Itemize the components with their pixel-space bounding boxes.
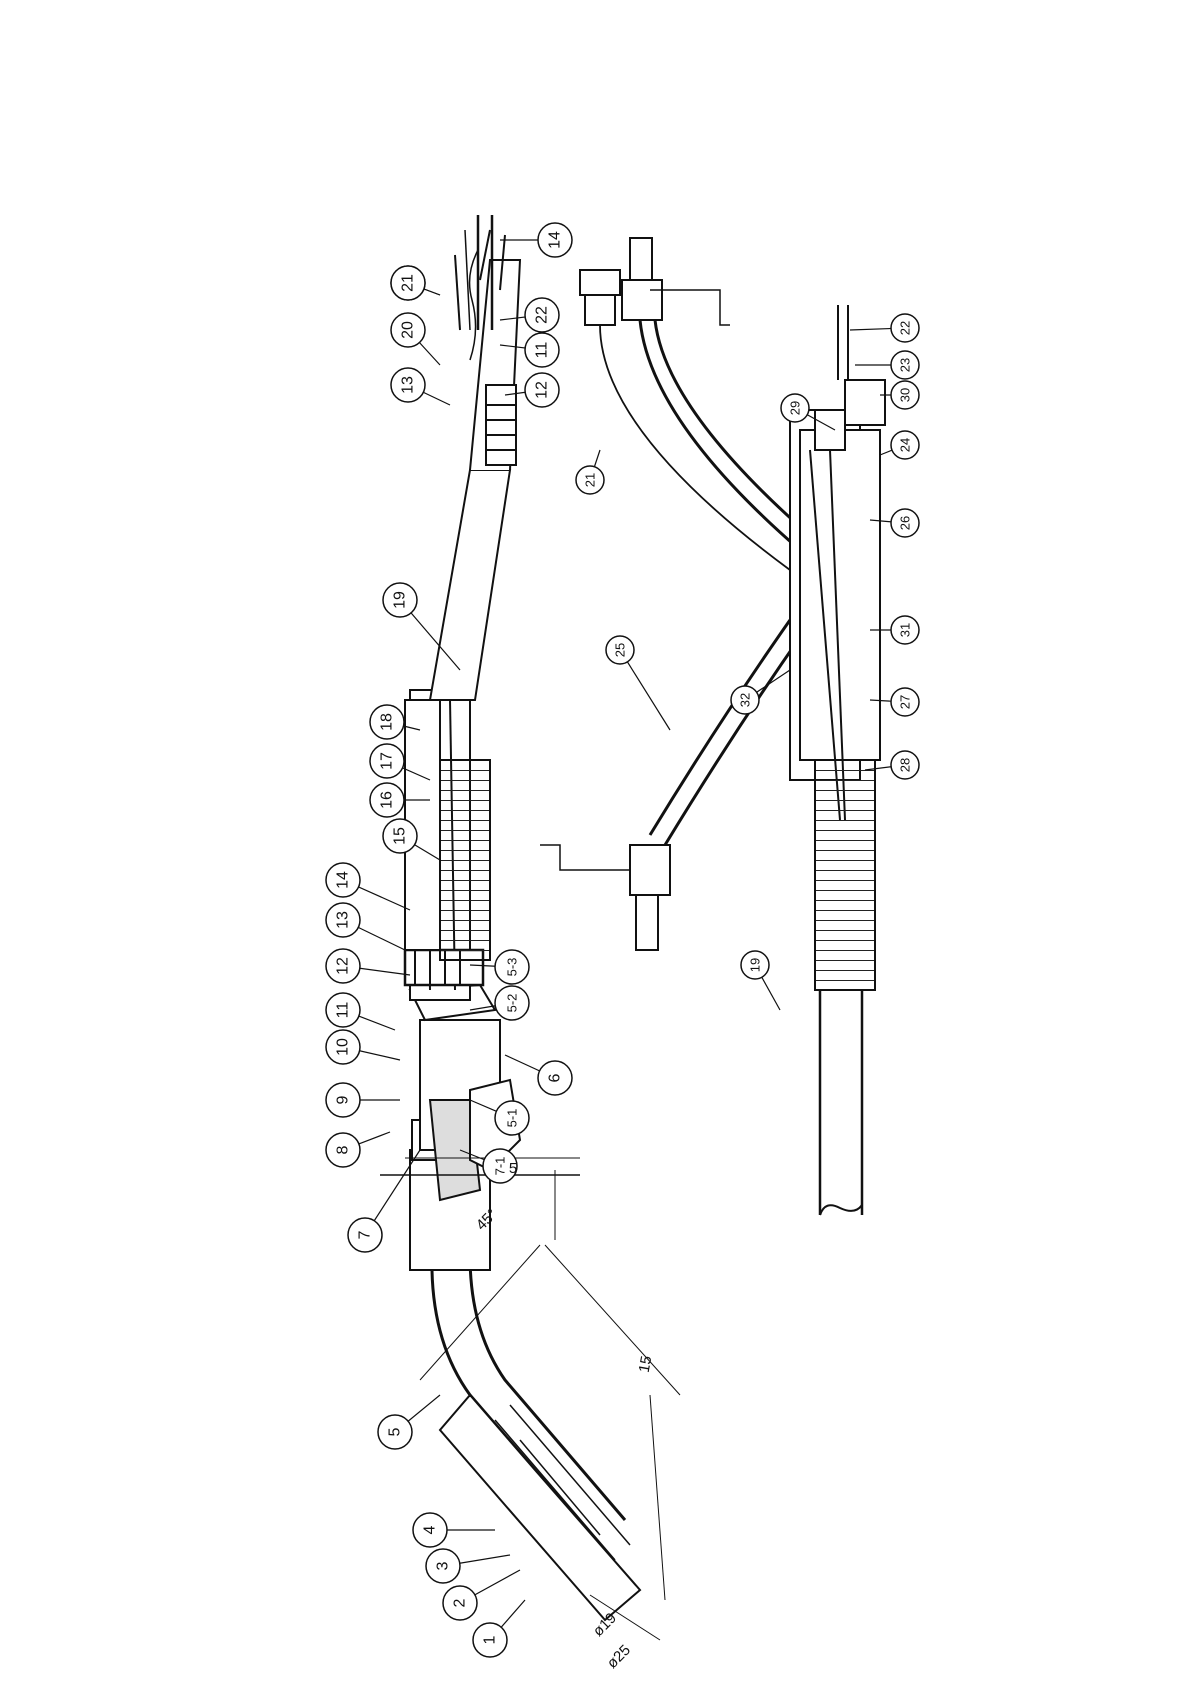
dimension-label: 15	[636, 1355, 656, 1374]
main-balloon-5: 5	[378, 1395, 440, 1449]
conn-balloon-24: 24	[880, 431, 919, 459]
balloon-number: 14	[335, 871, 352, 889]
balloon-number: 7	[357, 1230, 374, 1239]
balloon-number: 12	[335, 957, 352, 975]
balloon-number: 13	[335, 911, 352, 929]
nozzle	[440, 1395, 640, 1620]
conn-balloon-19: 19	[741, 951, 780, 1010]
conn-balloon-23: 23	[855, 351, 919, 379]
balloon-number: 29	[788, 401, 803, 415]
balloon-number: 22	[898, 321, 913, 335]
dimension-label: ø19	[590, 1610, 620, 1640]
strain-relief	[440, 760, 490, 960]
main-balloon-13: 13	[391, 368, 450, 405]
main-balloon-21: 21	[391, 266, 440, 300]
dimension-label: ø25	[604, 1642, 634, 1672]
main-balloon-14: 14	[500, 223, 572, 257]
main-balloon-20: 20	[391, 313, 440, 365]
balloon-number: 30	[898, 388, 913, 402]
conn-balloon-25: 25	[606, 636, 670, 730]
balloon-number: 5-2	[505, 994, 520, 1013]
balloon-number: 3	[435, 1561, 452, 1570]
main-balloon-13: 13	[326, 903, 405, 950]
balloon-number: 31	[898, 623, 913, 637]
balloon-number: 12	[534, 381, 551, 399]
balloon-number: 26	[898, 516, 913, 530]
balloon-number: 19	[748, 958, 763, 972]
balloon-number: 9	[335, 1095, 352, 1104]
control-cable	[600, 325, 790, 570]
main-balloon-4: 4	[413, 1513, 495, 1547]
conn-balloon-32: 32	[731, 670, 790, 714]
main-balloon-3: 3	[426, 1549, 510, 1583]
main-balloon-6: 6	[505, 1055, 572, 1095]
main-balloon-8: 8	[326, 1132, 390, 1167]
main-balloon-11: 11	[326, 993, 395, 1030]
balloon-number: 11	[335, 1002, 352, 1019]
spring-sleeve	[815, 760, 875, 990]
balloon-number: 5	[387, 1427, 404, 1436]
balloon-number: 19	[392, 591, 409, 609]
balloon-number: 18	[379, 713, 396, 731]
balloon-number: 23	[898, 358, 913, 372]
main-cable	[430, 470, 510, 700]
balloon-number: 1	[482, 1635, 499, 1644]
main-balloon-12: 12	[326, 949, 410, 983]
main-balloon-10: 10	[326, 1030, 400, 1064]
conn-balloon-21: 21	[576, 450, 604, 494]
balloon-number: 20	[400, 321, 417, 339]
connector-assembly	[540, 238, 885, 1215]
balloon-number: 5-1	[505, 1109, 520, 1128]
balloon-number: 5-3	[505, 958, 520, 977]
balloon-number: 6	[547, 1073, 564, 1082]
balloon-number: 28	[898, 758, 913, 772]
balloon-number: 10	[335, 1038, 352, 1056]
balloon-number: 32	[738, 693, 753, 707]
balloon-number: 7-1	[493, 1157, 508, 1176]
balloon-number: 4	[422, 1525, 439, 1534]
balloon-number: 21	[583, 473, 598, 487]
balloon-number: 15	[392, 827, 409, 845]
balloon-number: 22	[534, 306, 551, 324]
balloon-number: 14	[547, 231, 564, 249]
balloon-number: 16	[379, 791, 396, 809]
main-balloon-9: 9	[326, 1083, 400, 1117]
balloon-number: 13	[400, 376, 417, 394]
balloon-number: 27	[898, 695, 913, 709]
balloon-number: 2	[452, 1598, 469, 1607]
balloon-number: 25	[613, 643, 628, 657]
balloon-number: 17	[379, 752, 396, 770]
balloon-number: 24	[898, 438, 913, 452]
balloon-number: 21	[400, 274, 417, 292]
conn-balloon-22: 22	[850, 314, 919, 342]
balloon-number: 8	[335, 1145, 352, 1154]
main-balloon-1: 1	[473, 1600, 525, 1657]
dimension-label: 5	[509, 1160, 517, 1177]
balloon-number: 11	[534, 342, 551, 359]
